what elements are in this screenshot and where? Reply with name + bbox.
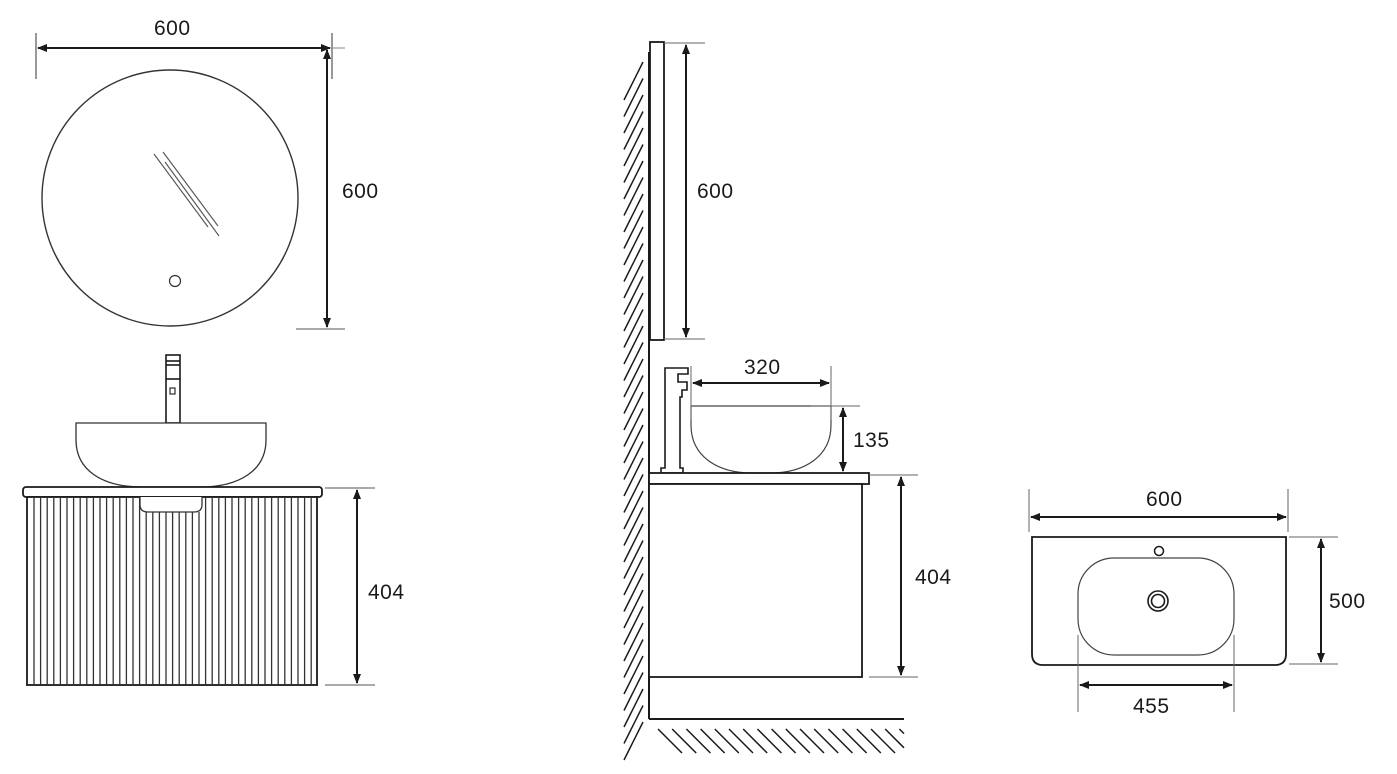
fluted-slats	[33, 498, 312, 684]
side-faucet-icon	[660, 367, 689, 474]
side-view-group	[623, 41, 918, 761]
floor-hatch	[657, 728, 905, 754]
basin-width-label: 320	[744, 356, 781, 379]
side-cabinet-height-label: 404	[915, 566, 952, 589]
basin-height-label: 135	[853, 429, 890, 452]
vanity-height-label: 404	[368, 581, 405, 604]
side-countertop	[648, 472, 870, 485]
drain-icon	[1147, 590, 1169, 612]
top-width-label: 600	[1146, 488, 1183, 511]
round-mirror	[41, 69, 299, 327]
touch-sensor-icon	[168, 274, 182, 288]
bowl-width-label: 455	[1133, 695, 1170, 718]
top-bowl	[1077, 557, 1235, 656]
top-countertop	[1031, 536, 1287, 666]
vessel-basin	[75, 422, 267, 488]
side-vessel-basin	[690, 405, 832, 474]
side-cabinet	[648, 483, 863, 678]
wall-hatch	[623, 61, 644, 761]
tap-hole-icon	[1153, 545, 1165, 557]
front-mirror-group	[35, 33, 345, 330]
mirror-reflection-icon	[153, 151, 220, 237]
mirror-height-label: 600	[342, 180, 379, 203]
side-mirror	[649, 41, 665, 341]
countertop	[22, 486, 323, 498]
top-view-group	[1028, 489, 1338, 712]
top-depth-label: 500	[1329, 590, 1366, 613]
recessed-handle	[139, 497, 203, 513]
mirror-width-label: 600	[154, 17, 191, 40]
faucet-icon	[165, 354, 181, 424]
side-mirror-height-label: 600	[697, 180, 734, 203]
front-vanity-group	[22, 354, 375, 686]
